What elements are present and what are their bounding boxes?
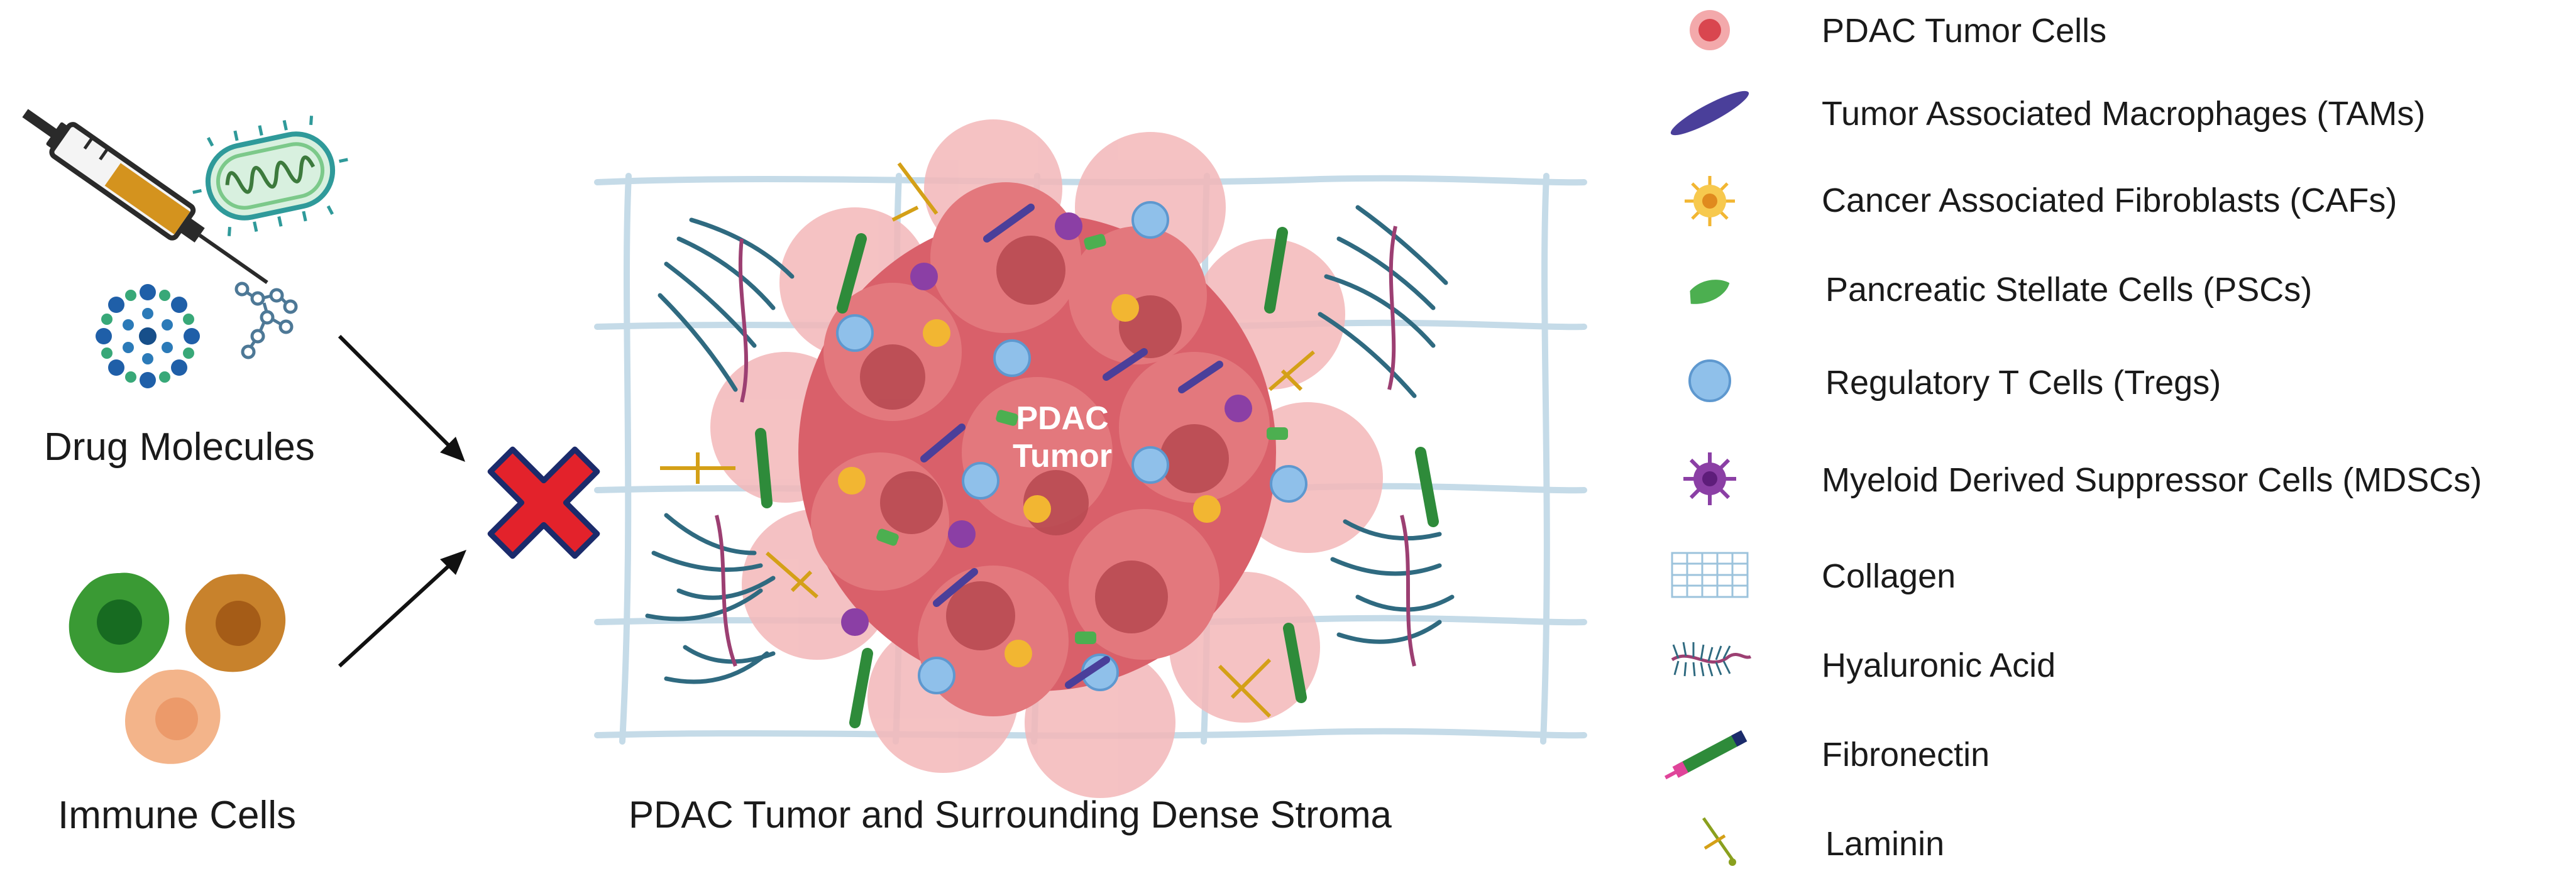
tams xyxy=(920,204,1223,689)
stellate-cell-icon xyxy=(1690,280,1730,304)
fibroblast-icon xyxy=(1685,176,1735,226)
tregs xyxy=(836,201,1307,694)
legend-label-fibronectin: Fibronectin xyxy=(1822,736,1990,774)
immune-cells-label: Immune Cells xyxy=(58,794,296,837)
legend-label-tams: Tumor Associated Macrophages (TAMs) xyxy=(1822,95,2426,133)
laminin-icon xyxy=(1702,817,1736,866)
legend-label-cafs: Cancer Associated Fibroblasts (CAFs) xyxy=(1822,182,2397,219)
viral-vector-icon xyxy=(192,116,348,236)
tumor-cell-icon xyxy=(1690,10,1730,50)
immune-cell-green-icon xyxy=(69,572,170,673)
immune-cell-orange-icon xyxy=(185,574,286,672)
macrophage-icon xyxy=(1670,90,1749,136)
collagen-icon xyxy=(1671,552,1749,598)
center-caption: PDAC Tumor and Surrounding Dense Stroma xyxy=(629,794,1392,836)
legend-icons xyxy=(1664,10,1752,866)
legend-label-collagen: Collagen xyxy=(1822,557,1956,595)
treg-icon xyxy=(1688,359,1731,402)
hyaluronic-acid-icon xyxy=(1671,642,1752,677)
drug-molecules-label: Drug Molecules xyxy=(44,425,315,469)
laminin-markers xyxy=(660,162,1315,718)
legend-label-mdscs: Myeloid Derived Suppressor Cells (MDSCs) xyxy=(1822,461,2482,499)
legend-label-tregs: Regulatory T Cells (Tregs) xyxy=(1825,364,2221,402)
tumor-label: PDAC Tumor xyxy=(999,400,1125,475)
tumor-label-line2: Tumor xyxy=(1013,438,1112,474)
drug-arrow-icon xyxy=(338,334,465,462)
hyaluronic-acid-left xyxy=(645,217,795,684)
fibronectin-markers xyxy=(755,227,1439,728)
tumor-microenvironment-art xyxy=(594,119,1587,798)
left-inputs-art xyxy=(22,109,600,764)
fibronectin-icon xyxy=(1664,730,1748,780)
legend-label-tumor-cells: PDAC Tumor Cells xyxy=(1822,12,2107,50)
immune-cell-peach-icon xyxy=(125,669,221,764)
cafs xyxy=(838,294,1221,667)
immune-arrow-icon xyxy=(338,550,466,668)
blocked-x-icon xyxy=(487,446,600,559)
pscs xyxy=(876,234,1288,644)
legend-label-pscs: Pancreatic Stellate Cells (PSCs) xyxy=(1825,271,2313,309)
legend-label-laminin: Laminin xyxy=(1825,825,1945,863)
mdsc-icon xyxy=(1683,452,1736,505)
tumor-label-line1: PDAC xyxy=(1016,400,1109,437)
nanoparticle-icon xyxy=(96,284,200,388)
hyaluronic-acid-right xyxy=(1318,205,1455,644)
syringe-icon xyxy=(22,109,268,285)
mdscs xyxy=(841,212,1252,636)
small-molecule-icon xyxy=(234,282,298,359)
hyaluronic-acid-backbones xyxy=(715,226,1416,667)
legend-label-hyaluronic-acid: Hyaluronic Acid xyxy=(1822,647,2056,684)
